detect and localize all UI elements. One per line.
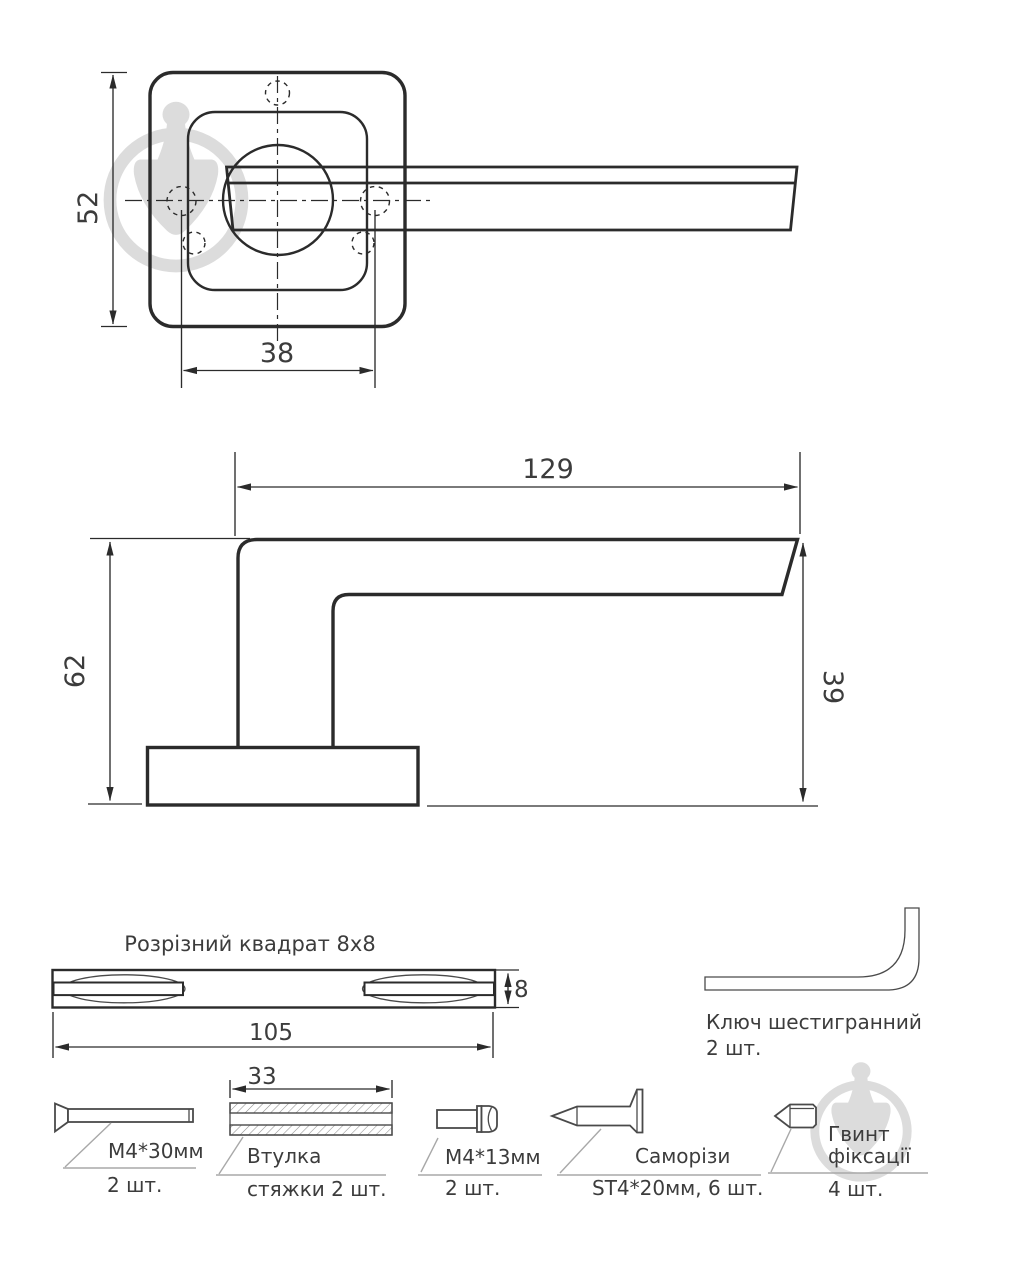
dim-hole-spacing: 38 bbox=[180, 210, 376, 388]
hex-key-drawing: Ключ шестигранний 2 шт. bbox=[704, 907, 922, 1060]
part-sleeve: 33 Втулка стяжки 2 шт. bbox=[216, 1064, 393, 1201]
part-bolt-m4x13: M4*13мм 2 шт. bbox=[418, 1105, 542, 1200]
dim-105-label: 105 bbox=[249, 1020, 293, 1046]
top-view: 52 38 bbox=[73, 70, 799, 388]
brand-watermark-icon bbox=[110, 102, 242, 266]
dim-spindle-length: 105 bbox=[52, 1012, 494, 1058]
dim-spindle-section: 8 bbox=[496, 969, 529, 1009]
dim-8-label: 8 bbox=[514, 977, 529, 1003]
set-screw-label-2: фіксації bbox=[828, 1144, 911, 1168]
sleeve-qty: стяжки 2 шт. bbox=[247, 1177, 387, 1201]
self-tapping-label: Саморізи bbox=[635, 1144, 730, 1168]
bolt-m4x13-qty: 2 шт. bbox=[445, 1176, 500, 1200]
spindle-slot-left bbox=[52, 981, 184, 997]
hex-key-label: Ключ шестигранний bbox=[706, 1010, 922, 1034]
spindle-title: Розрізний квадрат 8x8 bbox=[124, 932, 375, 956]
part-set-screw: Гвинт фіксації 4 шт. bbox=[768, 1103, 928, 1201]
sleeve-wall-bottom bbox=[229, 1124, 393, 1136]
set-screw-outline bbox=[773, 1103, 817, 1129]
dim-lever-drop: 39 bbox=[799, 542, 848, 802]
sleeve-outline bbox=[229, 1102, 393, 1136]
dim-rosette-height: 52 bbox=[73, 71, 127, 328]
bolt-m4x13-label: M4*13мм bbox=[445, 1145, 541, 1169]
set-screw-label: Гвинт bbox=[828, 1122, 890, 1146]
dim-129-label: 129 bbox=[522, 454, 574, 485]
hex-key-qty: 2 шт. bbox=[706, 1036, 761, 1060]
dim-39-label: 39 bbox=[817, 670, 848, 704]
set-screw-qty: 4 шт. bbox=[828, 1177, 883, 1201]
sleeve-label: Втулка bbox=[247, 1144, 321, 1168]
dim-lever-length: 129 bbox=[237, 454, 798, 491]
screw-hole-lower-right bbox=[351, 231, 375, 255]
dim-33-label: 33 bbox=[247, 1064, 276, 1090]
dim-38-label: 38 bbox=[260, 338, 294, 369]
spindle-slot-right bbox=[363, 981, 495, 997]
hex-key-outline bbox=[704, 907, 920, 991]
dim-52-label: 52 bbox=[73, 191, 104, 225]
lever-bar-top bbox=[224, 165, 799, 232]
lever-profile-outline bbox=[236, 537, 800, 748]
bolt-m4x13-shank bbox=[436, 1109, 478, 1129]
side-view: 129 62 39 bbox=[60, 452, 848, 807]
screw-hole-top bbox=[264, 80, 291, 106]
sleeve-wall-top bbox=[229, 1102, 393, 1114]
screw-hole-lower-left bbox=[182, 231, 206, 255]
bolt-m4x30-head bbox=[54, 1102, 69, 1134]
self-tapping-outline bbox=[549, 1088, 644, 1134]
dim-62-label: 62 bbox=[60, 654, 91, 688]
screw-hole-right bbox=[359, 185, 391, 217]
dim-total-height: 62 bbox=[60, 541, 114, 801]
part-bolt-m4x30: M4*30мм 2 шт. bbox=[54, 1102, 204, 1197]
rosette-base-side bbox=[145, 745, 420, 807]
screw-hole-left bbox=[166, 185, 197, 217]
part-self-tapping-screw: Саморізи ST4*20мм, 6 шт. bbox=[549, 1088, 763, 1200]
bolt-m4x30-shank bbox=[67, 1108, 194, 1123]
self-tapping-qty: ST4*20мм, 6 шт. bbox=[592, 1176, 763, 1200]
bolt-m4x30-label: M4*30мм bbox=[108, 1139, 204, 1163]
bolt-m4x13-head bbox=[480, 1105, 498, 1133]
spindle-drawing: Розрізний квадрат 8x8 8 105 bbox=[51, 932, 529, 1058]
bolt-m4x30-qty: 2 шт. bbox=[107, 1173, 162, 1197]
